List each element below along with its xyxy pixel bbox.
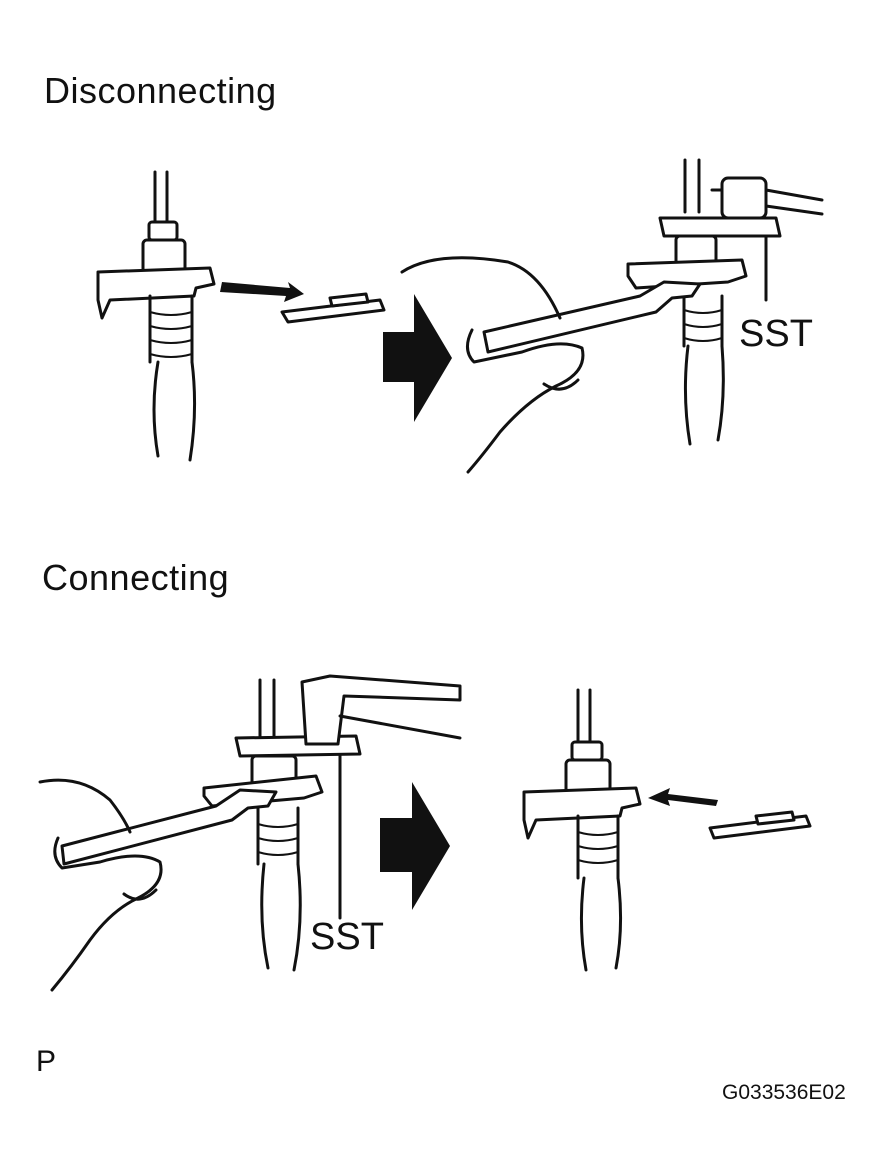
hand-holding-wrench bbox=[400, 256, 585, 474]
clip-removed bbox=[280, 292, 386, 324]
brake-line-fitting-with-sst bbox=[626, 158, 824, 446]
disconnecting-heading: Disconnecting bbox=[44, 70, 277, 111]
figure-code: G033536E02 bbox=[722, 1081, 846, 1104]
removal-arrow bbox=[220, 282, 304, 302]
open-end-wrench bbox=[60, 788, 278, 866]
hand-holding-wrench bbox=[38, 778, 163, 992]
brake-line-fitting-with-clip bbox=[522, 688, 642, 972]
step-arrow-1 bbox=[383, 294, 452, 422]
installation-arrow bbox=[648, 788, 718, 806]
page-mark: P bbox=[36, 1045, 57, 1078]
sst-label: SST bbox=[739, 313, 813, 355]
connecting-heading: Connecting bbox=[42, 557, 230, 598]
open-end-wrench bbox=[482, 280, 702, 354]
step-arrow-2 bbox=[380, 782, 450, 910]
brake-line-fitting-with-clip bbox=[96, 170, 216, 462]
clip-to-install bbox=[708, 810, 812, 840]
sst-label: SST bbox=[310, 916, 384, 958]
